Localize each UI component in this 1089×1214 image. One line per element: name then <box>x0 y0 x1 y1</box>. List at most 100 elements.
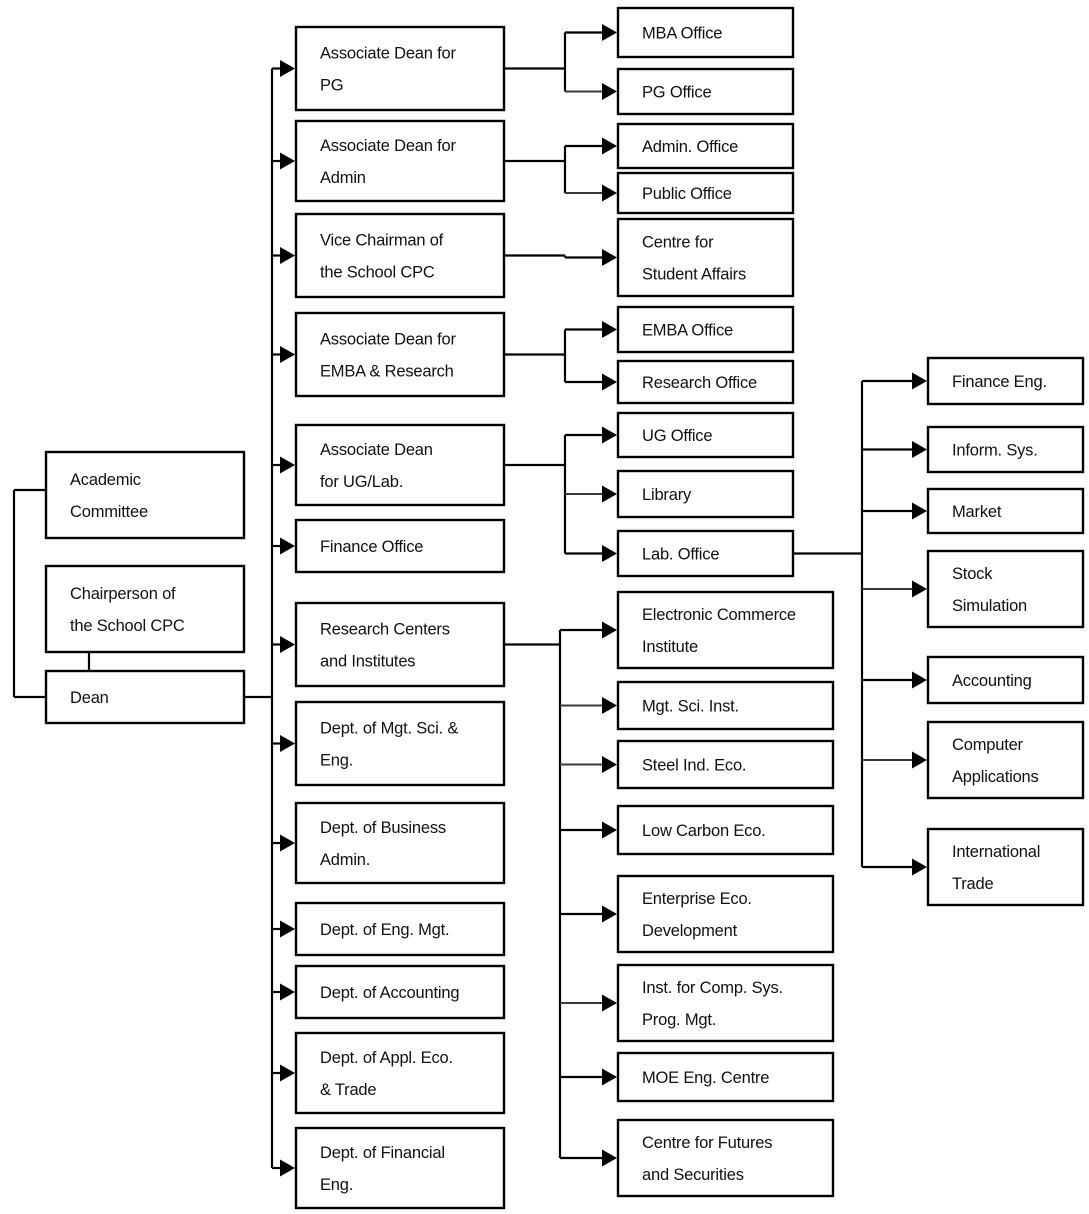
node-box <box>294 964 506 1020</box>
node-low-carbon-eco[interactable]: Low Carbon Eco. <box>616 804 835 856</box>
arrow-head-icon <box>912 441 927 458</box>
node-box <box>616 411 795 459</box>
node-box <box>294 25 506 112</box>
node-dept-accounting[interactable]: Dept. of Accounting <box>294 964 506 1020</box>
node-dept-mgt-sci-eng[interactable]: Dept. of Mgt. Sci. &Eng. <box>294 700 506 787</box>
arrow-head-icon <box>280 735 295 752</box>
arrow-head-icon <box>912 858 927 876</box>
arrow-head-icon <box>602 621 617 639</box>
node-moe-eng-centre[interactable]: MOE Eng. Centre <box>616 1051 835 1103</box>
node-box <box>926 356 1085 406</box>
node-library[interactable]: Library <box>616 469 795 519</box>
arrow-head-icon <box>280 537 295 555</box>
arrow-head-icon <box>280 983 295 1001</box>
node-box <box>926 549 1085 629</box>
node-label-emba-office: EMBA Office <box>642 322 733 340</box>
arrow-head-icon <box>602 1068 617 1086</box>
node-label-dept-accounting: Dept. of Accounting <box>320 984 459 1002</box>
node-box <box>294 518 506 574</box>
node-box <box>294 901 506 957</box>
node-lab-office[interactable]: Lab. Office <box>616 529 795 578</box>
arrow-head-icon <box>280 152 295 170</box>
node-accounting[interactable]: Accounting <box>926 655 1085 705</box>
node-label-steel-ind-eco: Steel Ind. Eco. <box>642 757 746 775</box>
arrow-head-icon <box>602 697 617 714</box>
node-market[interactable]: Market <box>926 487 1085 535</box>
node-box <box>294 1031 506 1115</box>
node-pg-office[interactable]: PG Office <box>616 67 795 116</box>
node-dept-appl-eco-trade[interactable]: Dept. of Appl. Eco.& Trade <box>294 1031 506 1115</box>
node-finance-office[interactable]: Finance Office <box>294 518 506 574</box>
node-label-public-office: Public Office <box>642 185 732 203</box>
arrow-head-icon <box>602 373 617 391</box>
node-mba-office[interactable]: MBA Office <box>616 6 795 59</box>
arrow-head-icon <box>912 372 927 390</box>
arrow-head-icon <box>280 346 295 363</box>
node-mgt-sci-inst[interactable]: Mgt. Sci. Inst. <box>616 680 835 731</box>
arrow-head-icon <box>280 636 295 653</box>
arrow-head-icon <box>602 184 617 202</box>
node-enterprise-eco-development[interactable]: Enterprise Eco.Development <box>616 874 835 954</box>
node-label-mba-office: MBA Office <box>642 25 722 43</box>
node-box <box>616 529 795 578</box>
arrow-head-icon <box>912 580 927 598</box>
arrow-head-icon <box>602 545 617 562</box>
node-dean[interactable]: Dean <box>44 669 246 725</box>
node-ug-office[interactable]: UG Office <box>616 411 795 459</box>
node-box <box>294 119 506 203</box>
node-box <box>926 487 1085 535</box>
node-box <box>294 700 506 787</box>
node-box <box>294 212 506 299</box>
node-box <box>44 564 246 654</box>
node-box <box>616 122 795 170</box>
node-finance-eng[interactable]: Finance Eng. <box>926 356 1085 406</box>
node-label-pg-office: PG Office <box>642 84 711 102</box>
node-inform-sys[interactable]: Inform. Sys. <box>926 425 1085 474</box>
node-admin-office[interactable]: Admin. Office <box>616 122 795 170</box>
node-inst-comp-sys-prog-mgt[interactable]: Inst. for Comp. Sys.Prog. Mgt. <box>616 963 835 1043</box>
node-box <box>616 67 795 116</box>
node-public-office[interactable]: Public Office <box>616 171 795 215</box>
node-box <box>616 963 835 1043</box>
node-box <box>926 720 1085 800</box>
node-label-dean: Dean <box>70 689 109 707</box>
arrow-head-icon <box>602 821 617 839</box>
node-dept-eng-mgt[interactable]: Dept. of Eng. Mgt. <box>294 901 506 957</box>
node-label-enterprise-eco-development: Enterprise Eco.Development <box>642 890 752 940</box>
arrow-head-icon <box>602 249 617 266</box>
arrow-head-icon <box>912 751 927 769</box>
node-emba-office[interactable]: EMBA Office <box>616 305 795 354</box>
arrow-head-icon <box>912 502 927 520</box>
node-steel-ind-eco[interactable]: Steel Ind. Eco. <box>616 739 835 790</box>
node-research-office[interactable]: Research Office <box>616 359 795 405</box>
node-label-dept-eng-mgt: Dept. of Eng. Mgt. <box>320 921 449 939</box>
node-box <box>926 827 1085 907</box>
arrow-head-icon <box>280 1064 295 1082</box>
node-box <box>294 423 506 507</box>
